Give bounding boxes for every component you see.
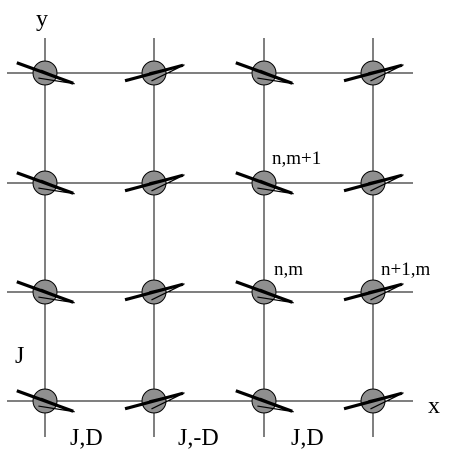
x-axis-label: x	[428, 393, 440, 419]
lattice-site	[343, 60, 404, 86]
lattice-site	[124, 60, 185, 86]
spin-cone	[368, 64, 404, 82]
spin-cone	[368, 174, 404, 192]
lattice-site	[343, 170, 404, 196]
spin-cone	[368, 392, 404, 410]
lattice-site	[124, 279, 185, 305]
spin-cone	[38, 288, 75, 304]
lattice-site	[16, 388, 75, 414]
spin-cone	[38, 397, 75, 413]
spin-cone	[149, 174, 185, 192]
lattice-site	[16, 279, 75, 305]
spin-cone	[368, 283, 404, 301]
site-label-n-plus-1-m: n+1,m	[381, 259, 430, 280]
bond-label-2: J,-D	[178, 425, 219, 451]
spin-cone	[38, 179, 75, 195]
vertical-coupling-label: J	[15, 343, 24, 369]
bond-label-3: J,D	[291, 425, 324, 451]
site-label-n-m: n,m	[274, 259, 303, 280]
lattice-sites	[16, 60, 404, 414]
spin-cone	[149, 392, 185, 410]
lattice-site	[124, 170, 185, 196]
lattice-site	[235, 170, 294, 196]
site-label-n-m-plus-1: n,m+1	[272, 148, 321, 169]
lattice-grid	[7, 38, 413, 437]
y-axis-label: y	[36, 6, 48, 32]
lattice-site	[124, 388, 185, 414]
spin-cone	[257, 179, 294, 195]
lattice-site	[343, 388, 404, 414]
lattice-site	[235, 60, 294, 86]
spin-cone	[149, 64, 185, 82]
spin-cone	[149, 283, 185, 301]
spin-cone	[257, 69, 294, 85]
lattice-site	[235, 279, 294, 305]
spin-cone	[38, 69, 75, 85]
lattice-site	[235, 388, 294, 414]
spin-cone	[257, 397, 294, 413]
lattice-site	[16, 60, 75, 86]
bond-label-1: J,D	[70, 425, 103, 451]
spin-cone	[257, 288, 294, 304]
lattice-site	[343, 279, 404, 305]
lattice-site	[16, 170, 75, 196]
